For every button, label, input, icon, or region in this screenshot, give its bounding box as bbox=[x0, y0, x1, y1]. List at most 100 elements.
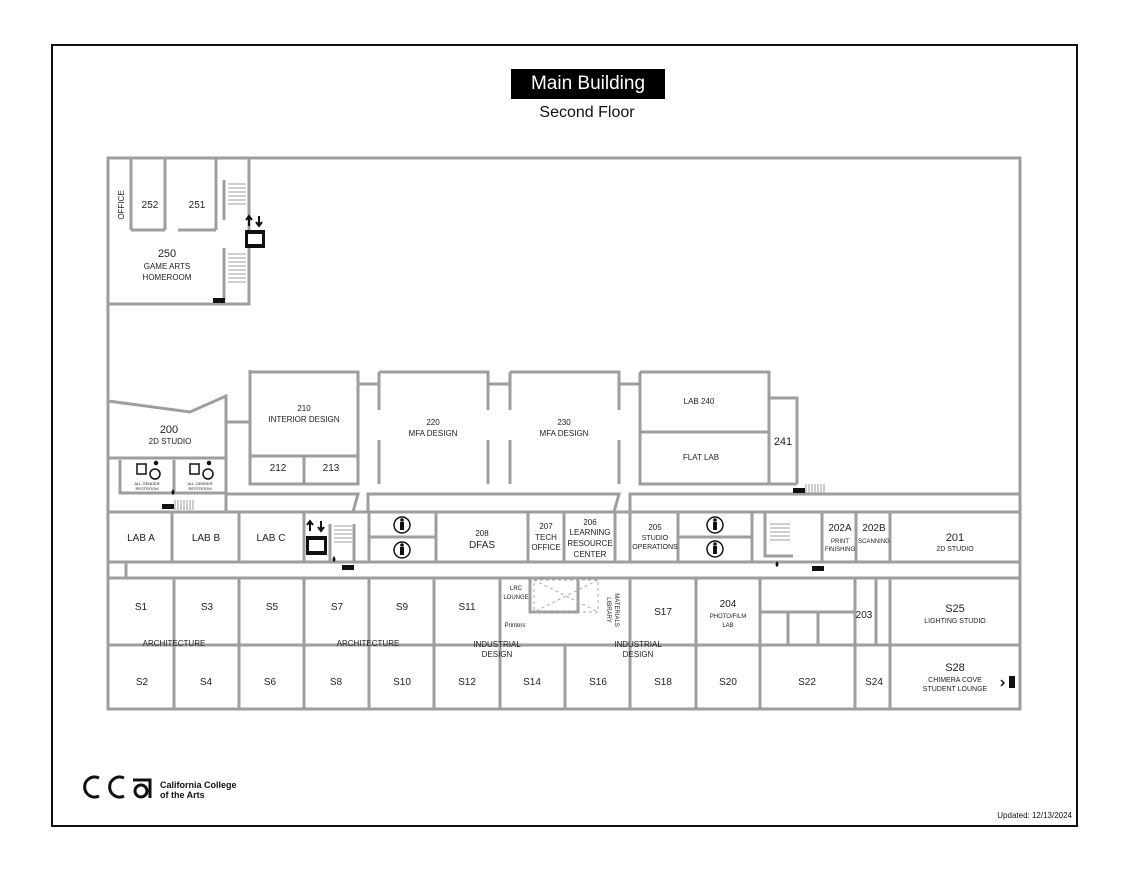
room-s10: S10 bbox=[393, 677, 411, 688]
room-207-name2: OFFICE bbox=[531, 543, 560, 552]
building-title: Main Building bbox=[511, 69, 665, 99]
printers-label: Printers bbox=[505, 623, 526, 629]
room-204: 204 bbox=[720, 599, 737, 610]
room-206: 206 bbox=[583, 518, 597, 527]
room-202a: 202A bbox=[828, 523, 852, 534]
room-205-name2: OPERATIONS bbox=[632, 544, 678, 551]
room-s17: S17 bbox=[654, 607, 672, 618]
room-flatlab: FLAT LAB bbox=[683, 453, 719, 462]
room-250-name2: HOMEROOM bbox=[143, 273, 192, 282]
room-s14: S14 bbox=[523, 677, 541, 688]
room-s4: S4 bbox=[200, 677, 213, 688]
room-220-name: MFA DESIGN bbox=[409, 429, 458, 438]
room-250: 250 bbox=[158, 248, 176, 260]
room-202a-name2: FINISHING bbox=[825, 547, 856, 553]
accessible-restroom-icon bbox=[136, 460, 214, 480]
room-s9: S9 bbox=[396, 602, 409, 613]
room-s25: S25 bbox=[945, 603, 965, 615]
room-210-name: INTERIOR DESIGN bbox=[268, 415, 339, 424]
room-250-name: GAME ARTS bbox=[144, 262, 191, 271]
room-s11: S11 bbox=[458, 602, 475, 613]
room-201: 201 bbox=[946, 532, 964, 544]
room-204-name: PHOTO/FILM bbox=[710, 614, 747, 620]
materials-label: MATERIALS bbox=[613, 593, 619, 627]
room-205-name: STUDIO bbox=[642, 535, 669, 542]
room-lab-c: LAB C bbox=[257, 533, 286, 544]
zone-architecture-2: ARCHITECTURE bbox=[337, 639, 400, 648]
zone-industrial-1: INDUSTRIAL bbox=[473, 640, 521, 649]
room-207: 207 bbox=[539, 522, 553, 531]
room-s28: S28 bbox=[945, 662, 965, 674]
walls bbox=[106, 156, 1022, 711]
floor-subtitle: Second Floor bbox=[539, 104, 635, 121]
room-lab-a: LAB A bbox=[127, 533, 155, 544]
room-251: 251 bbox=[189, 200, 206, 211]
room-230-name: MFA DESIGN bbox=[540, 429, 589, 438]
allgender-label-2: ALL GENDER bbox=[187, 481, 212, 486]
room-220: 220 bbox=[426, 418, 440, 427]
room-202b: 202B bbox=[862, 523, 886, 534]
exit-arrow-icon bbox=[1000, 679, 1006, 687]
water-fountain-icon bbox=[171, 489, 779, 567]
room-s25-name: LIGHTING STUDIO bbox=[924, 618, 986, 625]
elevator-icon bbox=[306, 519, 327, 555]
room-s22: S22 bbox=[798, 677, 816, 688]
room-208: 208 bbox=[475, 529, 489, 538]
room-200: 200 bbox=[160, 424, 178, 436]
room-202a-name: PRINT bbox=[831, 539, 849, 545]
room-s24: S24 bbox=[865, 677, 883, 688]
room-office: OFFICE bbox=[117, 190, 126, 219]
room-208-name: DFAS bbox=[469, 540, 495, 551]
room-s3: S3 bbox=[201, 602, 214, 613]
room-206-name2: RESOURCE bbox=[567, 539, 612, 548]
room-206-name3: CENTER bbox=[574, 550, 607, 559]
room-s5: S5 bbox=[266, 602, 279, 613]
room-s2: S2 bbox=[136, 677, 149, 688]
room-230: 230 bbox=[557, 418, 571, 427]
zone-architecture-1: ARCHITECTURE bbox=[143, 639, 206, 648]
room-212: 212 bbox=[270, 463, 287, 474]
cca-logo: California College of the Arts bbox=[80, 772, 250, 802]
zone-industrial-1b: DESIGN bbox=[482, 650, 513, 659]
room-lab-b: LAB B bbox=[192, 533, 221, 544]
room-207-name: TECH bbox=[535, 533, 557, 542]
logo-mark bbox=[80, 772, 156, 807]
room-s28-name: CHIMERA COVE bbox=[928, 677, 982, 684]
room-205: 205 bbox=[648, 523, 662, 532]
exit-sign-icon bbox=[162, 298, 1015, 688]
room-lrc: LRC bbox=[510, 586, 523, 592]
zone-industrial-2: INDUSTRIAL bbox=[614, 640, 662, 649]
room-s8: S8 bbox=[330, 677, 343, 688]
allgender-label-1: ALL GENDER bbox=[134, 481, 159, 486]
allgender-label-2b: RESTROOM bbox=[188, 486, 211, 491]
skylight bbox=[533, 579, 599, 613]
room-s28-name2: STUDENT LOUNGE bbox=[923, 686, 988, 693]
room-s7: S7 bbox=[331, 602, 344, 613]
restroom-icon bbox=[393, 516, 724, 559]
allgender-label-1b: RESTROOM bbox=[135, 486, 158, 491]
room-204-name2: LAB bbox=[722, 623, 733, 629]
room-s6: S6 bbox=[264, 677, 277, 688]
room-lrc-lounge: LOUNGE bbox=[503, 595, 528, 601]
room-lab240: LAB 240 bbox=[684, 397, 715, 406]
room-s1: S1 bbox=[135, 602, 148, 613]
stairs-icon bbox=[174, 183, 825, 543]
map-frame bbox=[51, 44, 1078, 827]
room-241: 241 bbox=[774, 436, 792, 448]
elevator-icon bbox=[245, 214, 265, 248]
logo-text: California College of the Arts bbox=[160, 780, 250, 800]
room-203: 203 bbox=[856, 610, 873, 621]
zone-industrial-2b: DESIGN bbox=[623, 650, 654, 659]
logo-text-line1: California College bbox=[160, 780, 237, 790]
room-213: 213 bbox=[323, 463, 340, 474]
library-label: LIBRARY bbox=[605, 597, 611, 623]
room-s12: S12 bbox=[458, 677, 476, 688]
logo-text-line2: of the Arts bbox=[160, 790, 205, 800]
updated-date: Updated: 12/13/2024 bbox=[997, 811, 1072, 820]
room-206-name: LEARNING bbox=[570, 528, 611, 537]
room-s18: S18 bbox=[654, 677, 672, 688]
room-201-name: 2D STUDIO bbox=[936, 546, 974, 553]
room-200-name: 2D STUDIO bbox=[149, 437, 192, 446]
room-202b-name: SCANNING bbox=[858, 539, 890, 545]
